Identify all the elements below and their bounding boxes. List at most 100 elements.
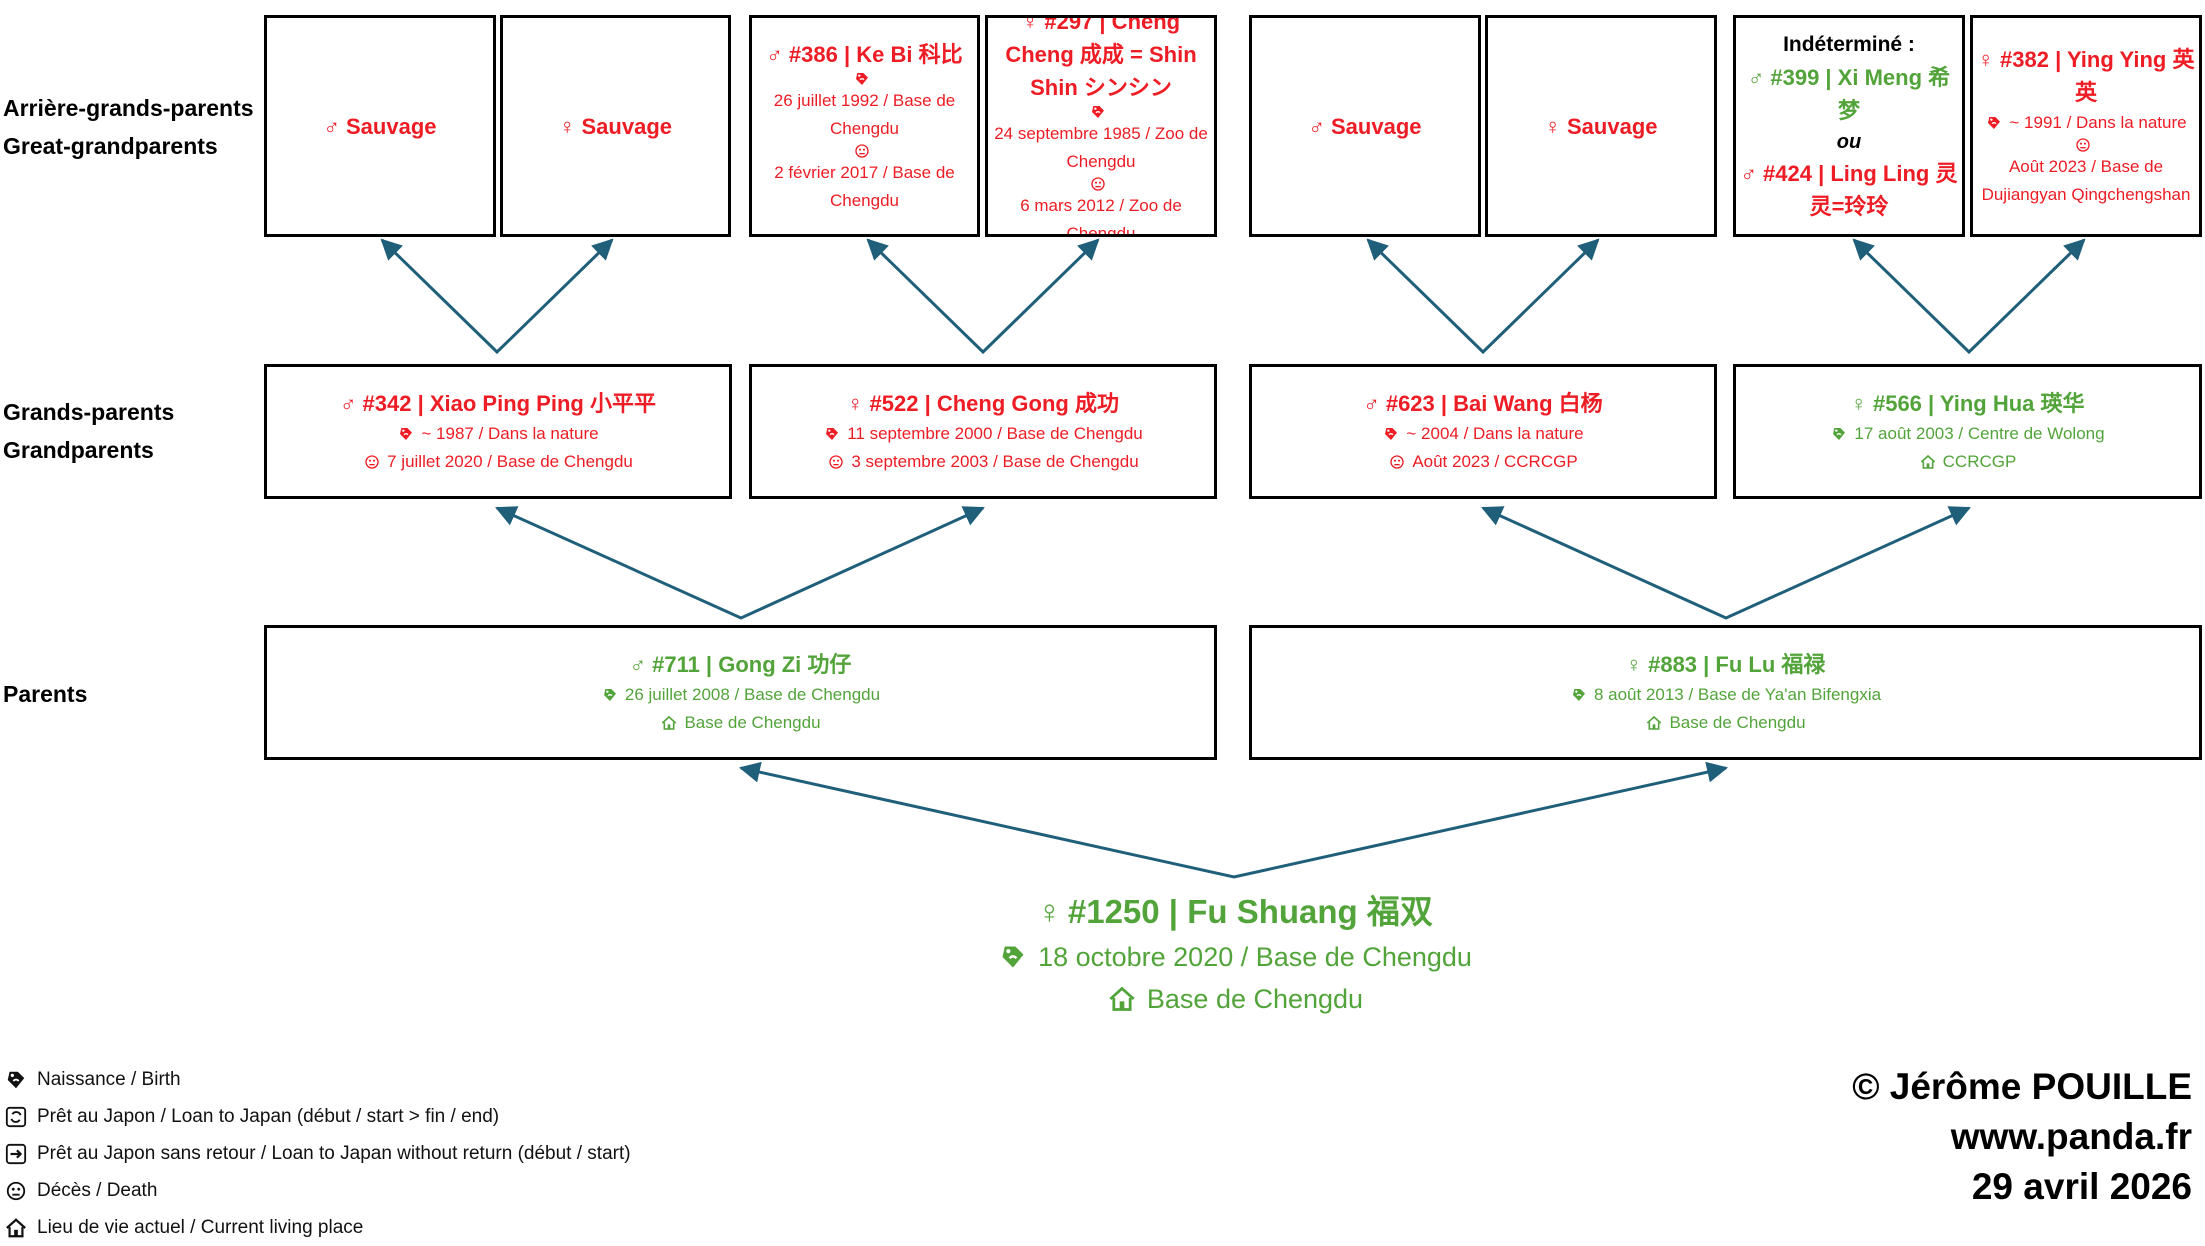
legend-label: Prêt au Japon / Loan to Japan (début / s… <box>37 1105 500 1127</box>
legend-item-birth: Naissance / Birth <box>5 1061 631 1098</box>
birth-info: 24 septembre 1985 / Zoo de Chengdu <box>994 123 1208 171</box>
ggp-option-1: #399 | Xi Meng 希梦 <box>1770 65 1951 123</box>
legend: Naissance / Birth Prêt au Japon / Loan t… <box>5 1061 631 1246</box>
parent-name: #883 | Fu Lu 福禄 <box>1648 652 1826 677</box>
ggp-name: Sauvage <box>581 113 673 139</box>
legend-label: Prêt au Japon sans retour / Loan to Japa… <box>37 1142 631 1164</box>
home-info: Base de Chengdu <box>1146 984 1364 1014</box>
credits: © Jérôme POUILLE www.panda.fr 29 avril 2… <box>1852 1062 2192 1212</box>
row-label-parents: Parents <box>3 681 88 707</box>
birth-icon <box>1985 115 2003 131</box>
parent-box-father: ♂#711 | Gong Zi 功仔 26 juillet 2008 / Bas… <box>264 625 1217 760</box>
home-info: Base de Chengdu <box>1669 713 1806 732</box>
gp-box-4: ♀#566 | Ying Hua 瑛华 17 août 2003 / Centr… <box>1733 364 2202 499</box>
arrow-ggp-3 <box>1366 238 1600 355</box>
or-label: ou <box>1836 131 1862 153</box>
birth-icon <box>853 71 871 87</box>
male-symbol: ♂ <box>1747 65 1765 90</box>
loan-icon <box>5 1106 27 1128</box>
home-icon <box>5 1217 27 1239</box>
ggp-box-8: ♀#382 | Ying Ying 英英 ~ 1991 / Dans la na… <box>1970 15 2202 237</box>
ggp-box-1: ♂Sauvage <box>264 15 496 237</box>
death-info: 2 février 2017 / Base de Chengdu <box>774 162 955 210</box>
death-info: 7 juillet 2020 / Base de Chengdu <box>387 452 633 471</box>
birth-icon <box>1830 426 1848 442</box>
death-icon <box>363 454 381 470</box>
female-symbol: ♀ <box>1037 893 1062 930</box>
gp-name: #623 | Bai Wang 白杨 <box>1385 391 1603 416</box>
death-icon <box>1388 454 1406 470</box>
legend-label: Décès / Death <box>37 1179 158 1201</box>
ggp-name: Sauvage <box>346 113 437 139</box>
arrow-gp-1 <box>495 506 985 620</box>
birth-icon <box>397 426 415 442</box>
birth-info: 17 août 2003 / Centre de Wolong <box>1854 424 2105 443</box>
male-symbol: ♂ <box>766 41 783 67</box>
gp-name: #342 | Xiao Ping Ping 小平平 <box>362 391 656 416</box>
child-name: #1250 | Fu Shuang 福双 <box>1067 893 1433 930</box>
birth-icon <box>998 943 1028 971</box>
male-symbol: ♂ <box>340 391 357 416</box>
female-symbol: ♀ <box>1850 391 1867 416</box>
copyright: © Jérôme POUILLE <box>1852 1066 2192 1107</box>
female-symbol: ♀ <box>559 113 576 139</box>
ggp-option-2: #424 | Ling Ling 灵灵=玲玲 <box>1763 161 1958 219</box>
male-symbol: ♂ <box>629 652 647 677</box>
gp-name: #566 | Ying Hua 瑛华 <box>1872 391 2085 416</box>
birth-info: 18 octobre 2020 / Base de Chengdu <box>1038 942 1472 972</box>
legend-item-loan-no-return: Prêt au Japon sans retour / Loan to Japa… <box>5 1135 631 1172</box>
home-info: Base de Chengdu <box>684 713 821 732</box>
birth-icon <box>601 687 619 703</box>
gp-box-2: ♀#522 | Cheng Gong 成功 11 septembre 2000 … <box>749 364 1217 499</box>
gp-box-1: ♂#342 | Xiao Ping Ping 小平平 ~ 1987 / Dans… <box>264 364 732 499</box>
birth-icon <box>823 426 841 442</box>
female-symbol: ♀ <box>1544 113 1562 139</box>
legend-item-death: Décès / Death <box>5 1172 631 1209</box>
home-icon <box>660 715 678 731</box>
gp-name: #522 | Cheng Gong 成功 <box>869 391 1119 416</box>
death-icon <box>2074 137 2092 153</box>
parent-name: #711 | Gong Zi 功仔 <box>652 652 852 677</box>
legend-label: Naissance / Birth <box>37 1068 181 1090</box>
birth-icon <box>1382 426 1400 442</box>
birth-info: ~ 1991 / Dans la nature <box>2009 113 2187 132</box>
website-link[interactable]: www.panda.fr <box>1950 1116 2192 1157</box>
ggp-name: #386 | Ke Bi 科比 <box>788 41 963 67</box>
death-info: 3 septembre 2003 / Base de Chengdu <box>851 452 1139 471</box>
home-icon <box>1919 454 1937 470</box>
child-panda: ♀#1250 | Fu Shuang 福双 18 octobre 2020 / … <box>940 888 1530 1020</box>
death-info: Août 2023 / Base de Dujiangyan Qingcheng… <box>1981 157 2191 204</box>
male-symbol: ♂ <box>1308 113 1326 139</box>
birth-info: 26 juillet 1992 / Base de Chengdu <box>773 90 956 138</box>
female-symbol: ♀ <box>1021 15 1039 34</box>
death-icon <box>827 454 845 470</box>
birth-icon <box>1089 104 1107 120</box>
female-symbol: ♀ <box>1625 652 1643 677</box>
ggp-name: #382 | Ying Ying 英英 <box>2000 47 2195 105</box>
gp-box-3: ♂#623 | Bai Wang 白杨 ~ 2004 / Dans la nat… <box>1249 364 1717 499</box>
ggp-box-7: Indéterminé : ♂#399 | Xi Meng 希梦 ou ♂#42… <box>1733 15 1965 237</box>
arrow-gp-2 <box>1481 506 1971 620</box>
ggp-box-4: ♀#297 | Cheng Cheng 成成 = Shin Shin シンシン … <box>985 15 1217 237</box>
legend-item-home: Lieu de vie actuel / Current living plac… <box>5 1209 631 1246</box>
death-icon <box>1089 176 1107 192</box>
male-symbol: ♂ <box>1740 161 1758 186</box>
arrow-parents <box>738 761 1729 879</box>
birth-info: 26 juillet 2008 / Base de Chengdu <box>624 685 881 704</box>
death-icon <box>5 1180 27 1202</box>
male-symbol: ♂ <box>1363 391 1380 416</box>
arrow-ggp-2 <box>866 238 1100 355</box>
birth-icon <box>5 1069 27 1091</box>
row-label-grandparents: Grands-parents Grandparents <box>3 399 175 463</box>
birth-info: ~ 2004 / Dans la nature <box>1406 424 1584 443</box>
male-symbol: ♂ <box>323 113 341 139</box>
birth-info: 11 septembre 2000 / Base de Chengdu <box>847 424 1143 443</box>
ggp-box-6: ♀Sauvage <box>1485 15 1717 237</box>
ggp-box-5: ♂Sauvage <box>1249 15 1481 237</box>
female-symbol: ♀ <box>847 391 864 416</box>
death-icon <box>853 143 871 159</box>
row-label-great-grandparents: Arrière-grands-parents Great-grandparent… <box>3 95 254 159</box>
ggp-name: Sauvage <box>1331 113 1422 139</box>
female-symbol: ♀ <box>1977 47 1995 72</box>
